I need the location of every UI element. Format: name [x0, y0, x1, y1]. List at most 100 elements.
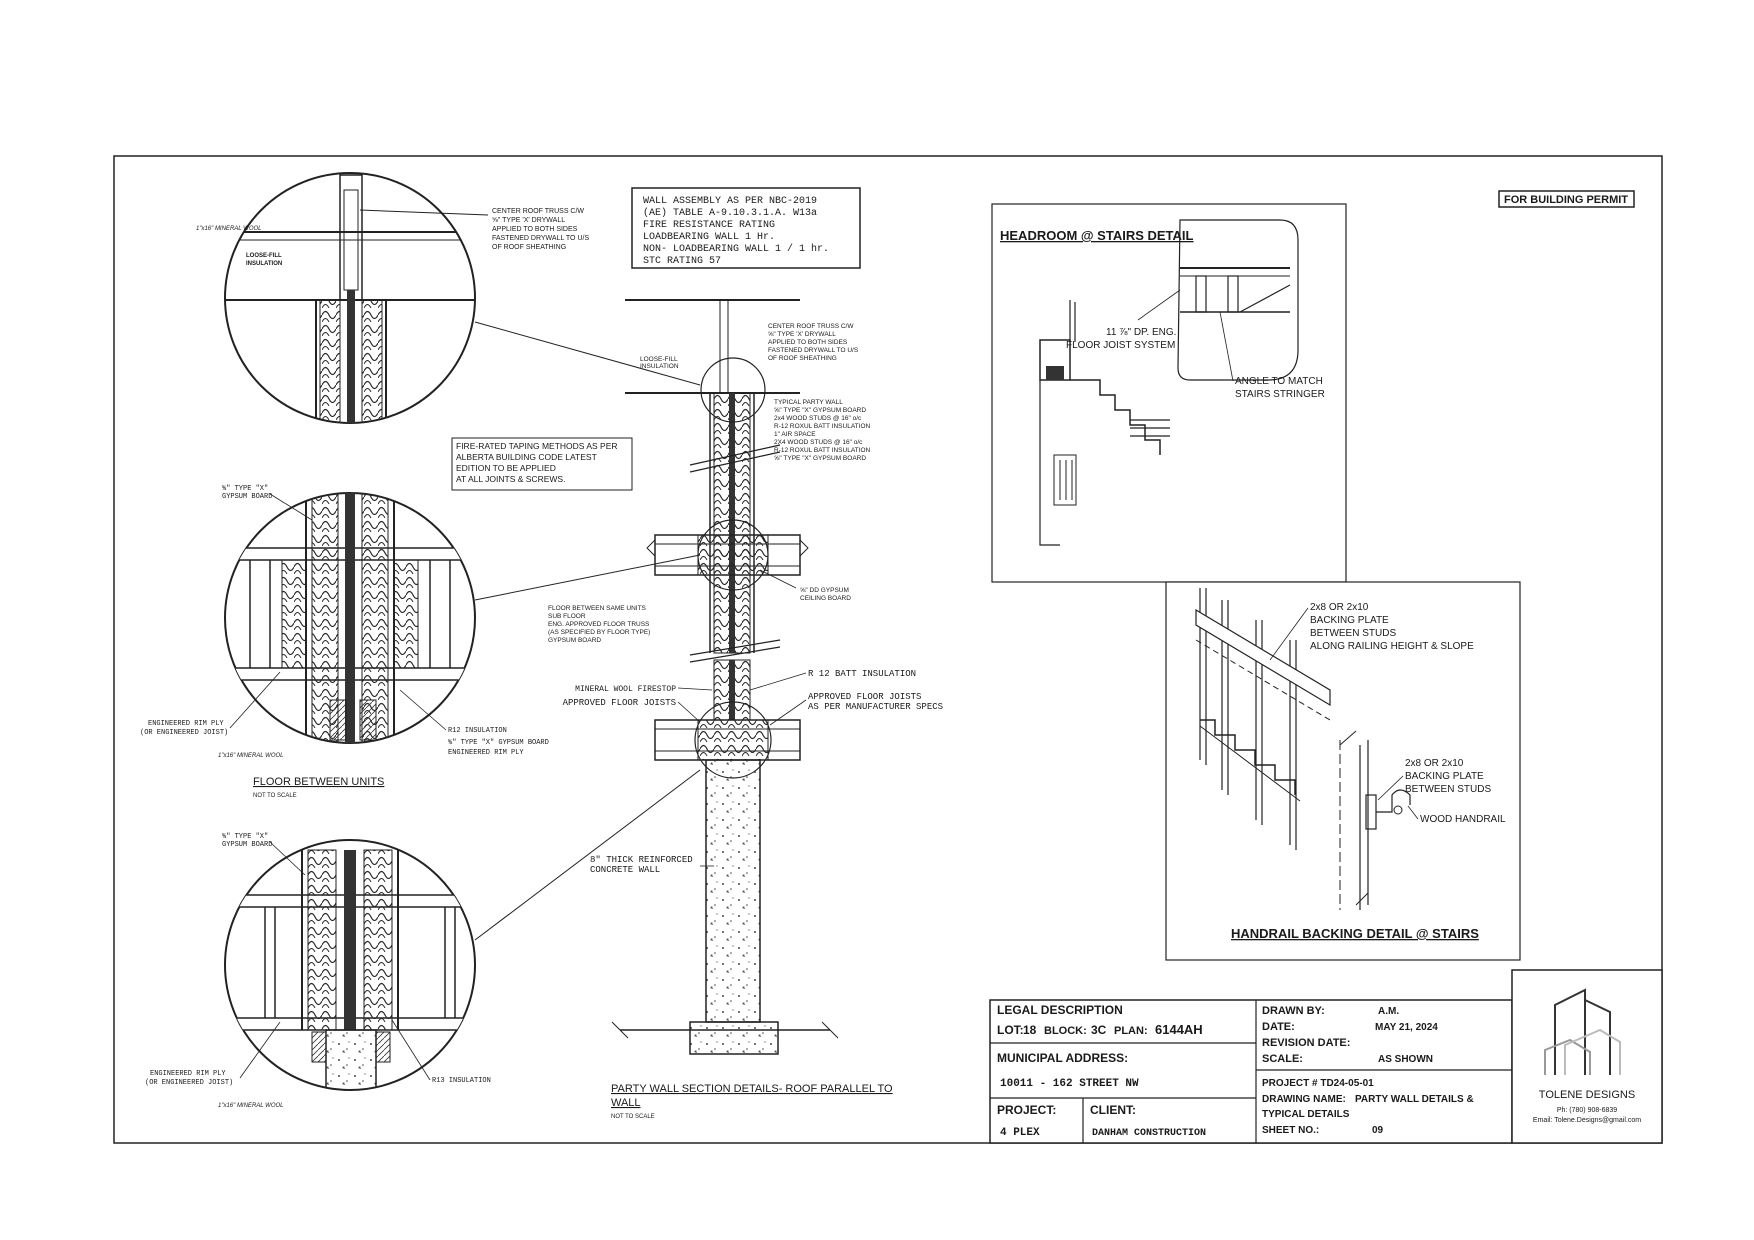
section-r12-batt: R 12 BATT INSULATION	[808, 669, 916, 679]
section-loose-fill-1: LOOSE-FILL	[640, 356, 678, 363]
lot-value: 18	[1023, 1023, 1037, 1037]
section-wall-line-5: 1" AIR SPACE	[774, 431, 816, 438]
section-concrete-1: 8" THICK REINFORCED	[590, 855, 693, 865]
base-rim-label-2: (OR ENGINEERED JOIST)	[145, 1079, 233, 1087]
floor-r12-label-1: R12 INSULATION	[448, 727, 507, 735]
section-concrete-2: CONCRETE WALL	[590, 865, 660, 875]
section-wall-line-4: R-12 ROXUL BATT INSULATION	[774, 423, 871, 430]
roof-detail-circle	[224, 172, 476, 424]
roof-callout: CENTER ROOF TRUSS C/W ⅝" TYPE 'X' DRYWAL…	[492, 208, 589, 251]
handrail-side-label-1: 2x8 OR 2x10	[1405, 758, 1464, 769]
handrail-top-label-2: BACKING PLATE	[1310, 615, 1389, 626]
firm-email: Email: Tolene.Designs@gmail.com	[1533, 1117, 1641, 1124]
handrail-top-label-3: BETWEEN STUDS	[1310, 628, 1396, 639]
fire-note-line-1: FIRE-RATED TAPING METHODS AS PER	[456, 441, 618, 451]
headroom-title: HEADROOM @ STAIRS DETAIL	[1000, 228, 1194, 243]
base-gypsum-label-2: GYPSUM BOARD	[222, 841, 272, 849]
fire-note-line-2: ALBERTA BUILDING CODE LATEST	[456, 452, 597, 462]
section-wall-line-3: 2x4 WOOD STUDS @ 16" o/c	[774, 415, 862, 422]
base-wool-label: 1"x16" MINERAL WOOL	[218, 1103, 284, 1109]
firm-name: TOLENE DESIGNS	[1539, 1089, 1635, 1101]
drawing-name-line2: TYPICAL DETAILS	[1262, 1109, 1350, 1120]
roof-callout-line-4: FASTENED DRYWALL TO U/S	[492, 235, 589, 242]
scale-value: AS SHOWN	[1378, 1054, 1433, 1065]
sheet-label: SHEET NO.:	[1262, 1125, 1319, 1136]
municipal-heading: MUNICIPAL ADDRESS:	[997, 1051, 1128, 1065]
floor-gypsum-label-1: ⅝" TYPE "X"	[222, 485, 268, 493]
project-number: PROJECT # TD24-05-01	[1262, 1078, 1374, 1089]
roof-top-label: 1"x16" MINERAL WOOL	[196, 226, 262, 232]
section-roof-callout-5: OF ROOF SHEATHING	[768, 355, 837, 362]
project-value: 4 PLEX	[1000, 1127, 1040, 1139]
section-wall-line-7: R-12 ROXUL BATT INSULATION	[774, 447, 871, 454]
roof-callout-line-3: APPLIED TO BOTH SIDES	[492, 226, 578, 233]
scale-label: SCALE:	[1262, 1053, 1303, 1065]
section-title-line2: WALL	[611, 1097, 641, 1109]
section-approved-joists-1: APPROVED FLOOR JOISTS	[808, 692, 921, 702]
floor-r12-label-2: ⅝" TYPE "X" GYPSUM BOARD	[448, 739, 549, 747]
floor-rim-label-1: ENGINEERED RIM PLY	[148, 720, 224, 728]
handrail-top-label-4: ALONG RAILING HEIGHT & SLOPE	[1310, 641, 1474, 652]
headroom-detail	[991, 203, 1347, 583]
project-label: PROJECT:	[997, 1103, 1056, 1117]
section-floor-note-2: SUB FLOOR	[548, 613, 586, 620]
section-roof-callout-2: ⅝" TYPE 'X' DRYWALL	[768, 331, 836, 338]
address-value: 10011 - 162 STREET NW	[1000, 1078, 1139, 1090]
headroom-joist-label-1: 11 ⅞" DP. ENG.	[1106, 327, 1176, 338]
section-loose-fill-2: INSULATION	[640, 363, 679, 370]
firm-logo	[1544, 988, 1621, 1075]
wall-note-line-3: FIRE RESISTANCE RATING	[643, 220, 775, 231]
plan-value: 6144AH	[1155, 1022, 1203, 1037]
floor-wool-label: 1"x16" MINERAL WOOL	[218, 753, 284, 759]
roof-loose-fill-label-2: INSULATION	[246, 261, 282, 267]
section-wall-line-8: ⅝" TYPE "X" GYPSUM BOARD	[774, 455, 866, 462]
wall-note-line-5: NON- LOADBEARING WALL 1 / 1 hr.	[643, 243, 829, 255]
fire-note-line-4: AT ALL JOINTS & SCREWS.	[456, 474, 565, 484]
base-detail-circle	[224, 839, 476, 1091]
legal-heading: LEGAL DESCRIPTION	[997, 1003, 1123, 1017]
block-label: BLOCK:	[1044, 1025, 1087, 1037]
section-roof-callout-4: FASTENED DRYWALL TO U/S	[768, 347, 859, 354]
section-roof-callout-1: CENTER ROOF TRUSS C/W	[768, 323, 854, 330]
client-label: CLIENT:	[1090, 1103, 1136, 1117]
floor-rim-label-2: (OR ENGINEERED JOIST)	[140, 729, 228, 737]
section-wall-line-2: ⅝" TYPE "X" GYPSUM BOARD	[774, 407, 866, 414]
handrail-wood-label: WOOD HANDRAIL	[1420, 814, 1506, 825]
handrail-top-label-1: 2x8 OR 2x10	[1310, 602, 1369, 613]
fire-note-line-3: EDITION TO BE APPLIED	[456, 463, 556, 473]
section-floor-note-1: FLOOR BETWEEN SAME UNITS	[548, 605, 647, 612]
section-wall-line-1: TYPICAL PARTY WALL	[774, 399, 843, 406]
roof-callout-line-1: CENTER ROOF TRUSS C/W	[492, 208, 584, 215]
section-approved-joists-2: AS PER MANUFACTURER SPECS	[808, 702, 943, 712]
section-floor-note-3: ENG. APPROVED FLOOR TRUSS	[548, 621, 650, 628]
section-wall-line-6: 2X4 WOOD STUDS @ 16" o/c	[774, 439, 863, 446]
drawing-name-label: DRAWING NAME:	[1262, 1094, 1346, 1105]
handrail-side-label-2: BACKING PLATE	[1405, 771, 1484, 782]
section-floor-note-5: GYPSUM BOARD	[548, 637, 601, 644]
drawn-by-value: A.M.	[1378, 1006, 1399, 1017]
wall-note-line-6: STC RATING 57	[643, 256, 721, 267]
section-floor-joists: APPROVED FLOOR JOISTS	[563, 698, 676, 708]
plan-label: PLAN:	[1114, 1025, 1148, 1037]
drawn-by-label: DRAWN BY:	[1262, 1005, 1325, 1017]
permit-stamp: FOR BUILDING PERMIT	[1504, 194, 1628, 206]
section-firestop: MINERAL WOOL FIRESTOP	[575, 685, 676, 694]
floor-detail-title: FLOOR BETWEEN UNITS	[253, 776, 384, 788]
headroom-angle-label-2: STAIRS STRINGER	[1235, 389, 1325, 400]
party-wall-section	[611, 299, 839, 1055]
base-rim-label-1: ENGINEERED RIM PLY	[150, 1070, 226, 1078]
sheet-value: 09	[1372, 1125, 1384, 1136]
headroom-joist-label-2: FLOOR JOIST SYSTEM	[1066, 340, 1175, 351]
drawing-name-value: PARTY WALL DETAILS &	[1355, 1094, 1474, 1105]
base-gypsum-label-1: ⅝" TYPE "X"	[222, 833, 268, 841]
handrail-detail	[1165, 581, 1521, 961]
wall-note-line-4: LOADBEARING WALL 1 Hr.	[643, 232, 775, 243]
base-r13-label: R13 INSULATION	[432, 1077, 491, 1085]
section-roof-callout-3: APPLIED TO BOTH SIDES	[768, 339, 848, 346]
section-ceiling-2: CEILING BOARD	[800, 595, 851, 602]
wall-note-line-1: WALL ASSEMBLY AS PER NBC-2019	[643, 196, 817, 207]
wall-assembly-note: WALL ASSEMBLY AS PER NBC-2019 (AE) TABLE…	[631, 187, 861, 269]
floor-detail-subtitle: NOT TO SCALE	[253, 793, 297, 799]
fire-taping-note: FIRE-RATED TAPING METHODS AS PER ALBERTA…	[451, 437, 633, 491]
